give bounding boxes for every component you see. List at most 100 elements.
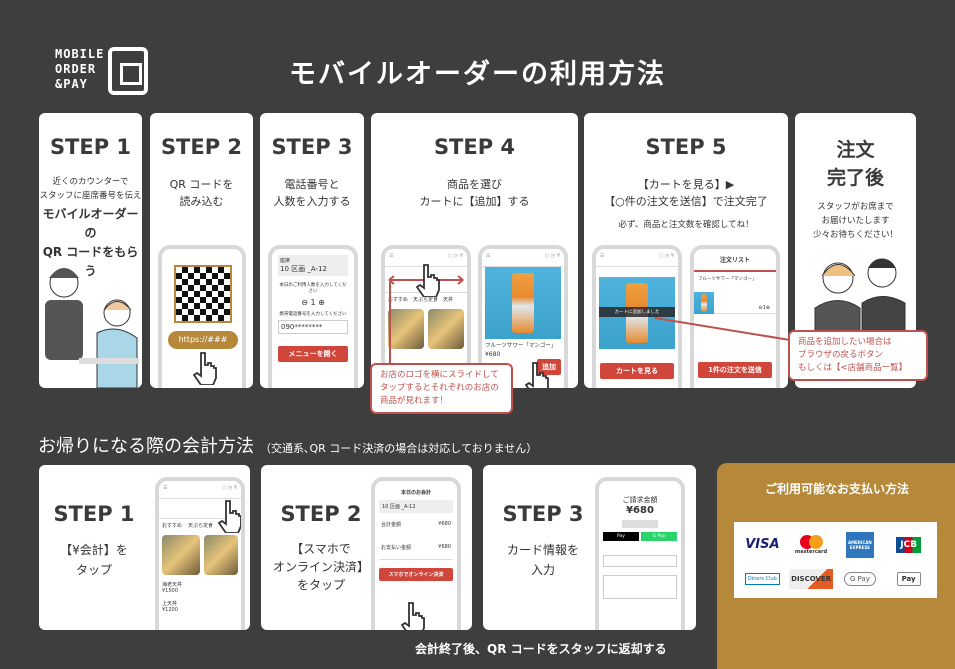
amex-logo: AMERICAN EXPRESS	[845, 531, 874, 558]
tempura-image[interactable]	[388, 309, 424, 349]
drink-image	[485, 267, 561, 339]
phone-prompt: 携帯電話番号を入力してください	[279, 312, 347, 317]
menu-item[interactable]: 上天丼¥1200	[162, 601, 178, 613]
step-desc-bold: QR コードをもらう	[42, 245, 139, 278]
nav-icons: ▢ ◷ ¥	[447, 253, 463, 259]
step-desc: 読み込む	[179, 195, 224, 208]
people-stepper[interactable]: ⊖ 1 ⊕	[301, 298, 325, 307]
step-card-2: STEP 2 QR コードを 読み込む https://###	[150, 113, 253, 388]
people-prompt: 本日のご利用人数を入力してください	[279, 283, 347, 294]
step-desc: 近くのカウンターで	[52, 177, 129, 187]
logo-line: MOBILE	[55, 47, 105, 61]
tab[interactable]: おすすめ	[388, 297, 409, 303]
tab[interactable]: 天ぷら定食	[413, 297, 439, 303]
step-title: STEP 4	[433, 135, 516, 159]
drink-image: カートに追加しました	[599, 277, 675, 349]
menu-icon: ☰	[389, 253, 394, 259]
menu-item[interactable]: 海老天丼¥1500	[162, 582, 183, 594]
step-desc: 人数を入力する	[273, 195, 351, 208]
step-title: 注文	[836, 139, 875, 161]
order-list-item: フルーツサワー「マンゴー」 ⊖1⊕	[694, 272, 776, 314]
step-desc: 電話番号と	[284, 178, 340, 191]
category-tabs: おすすめ天ぷら定食天丼	[385, 293, 467, 306]
apple-pay-logo: Pay	[896, 571, 921, 586]
item-price: ¥680	[485, 351, 501, 358]
pointing-hand-icon	[192, 352, 217, 385]
google-pay-logo: G Pay	[843, 571, 876, 586]
qty-stepper[interactable]: ⊖1⊕	[758, 305, 770, 311]
qr-url-link[interactable]: https://###	[168, 331, 238, 349]
pointing-hand-icon	[524, 362, 549, 388]
diners-logo: Diners Club	[744, 572, 780, 585]
step-desc: スタッフに座席番号を伝え	[39, 191, 142, 201]
step-title: STEP 1	[49, 135, 132, 159]
payment-methods-panel: ご利用可能なお支払い方法 VISA mastercard AMERICAN EX…	[717, 463, 955, 669]
jcb-logo: JCB	[896, 536, 922, 553]
phone-number-input[interactable]: 090********	[278, 320, 348, 334]
online-payment-button[interactable]: スマホでオンライン決済	[379, 568, 453, 581]
order-list-title: 注文リスト	[694, 249, 776, 272]
phone-mockup: ☰▢ ◷ ¥ カートに追加しました カートを見る	[592, 245, 682, 388]
step-desc: 【○件の注文を送信】で注文完了	[604, 195, 768, 208]
logo-line: ORDER	[55, 62, 97, 76]
step-note: 必ず、商品と注文数を確認してね！	[618, 220, 754, 230]
step-card-1: STEP 1 近くのカウンターで スタッフに座席番号を伝え モバイルオーダーの …	[39, 113, 142, 388]
open-menu-button[interactable]: メニューを開く	[278, 346, 348, 362]
step-desc: 少々お待ちください！	[812, 230, 898, 240]
send-order-button[interactable]: 1件の注文を送信	[698, 362, 772, 378]
step-desc: 商品を選び	[447, 178, 502, 191]
back-tip-callout: 商品を追加したい場合はブラウザの戻るボタンもしくは【<店舗商品一覧】	[788, 330, 928, 381]
tab[interactable]: 天丼	[443, 297, 454, 303]
item-name: フルーツサワー「マンゴー」	[485, 343, 557, 349]
discover-logo: DISCOVER	[789, 568, 834, 589]
slide-tip-callout: お店のロゴを横にスライドしてタップするとそれぞれのお店の商品が見れます！	[370, 363, 513, 414]
step-title: STEP 3	[502, 502, 584, 526]
step-desc: お届けいたします	[821, 216, 890, 226]
step-title: STEP 5	[645, 135, 727, 159]
add-button[interactable]: 追加	[537, 359, 561, 375]
checkout-step-2: STEP 2 【スマホでオンライン決済】をタップ 本日のお会計 10 区画 _A…	[261, 465, 472, 630]
step-desc-bold: モバイルオーダーの	[42, 207, 139, 240]
toast-message: カートに追加しました	[599, 307, 675, 317]
logo: MOBILE ORDER &PAY	[55, 47, 104, 92]
step-card-5: STEP 5 【カートを見る】▶ 【○件の注文を送信】で注文完了 必ず、商品と注…	[584, 113, 788, 388]
view-cart-button[interactable]: カートを見る	[600, 363, 674, 379]
checkout-step-1: STEP 1 【¥会計】をタップ ☰▢ ◷ ¥ おすすめ天ぷら定食 海老天丼¥1…	[39, 465, 250, 630]
visa-logo: VISA	[745, 537, 780, 552]
gpay-button[interactable]: G Pay	[641, 532, 677, 541]
phone-qr-icon	[108, 47, 148, 95]
payment-title: ご利用可能なお支払い方法	[764, 482, 909, 496]
step-desc: 【カートを見る】▶	[637, 178, 735, 191]
mastercard-logo: mastercard	[795, 534, 827, 555]
pointing-hand-icon	[415, 264, 440, 297]
apple-pay-button[interactable]: Pay	[603, 532, 639, 541]
step-title: 完了後	[826, 167, 884, 189]
section-heading: お帰りになる際の会計方法（交通系､QR コード決済の場合は対応しておりません）	[38, 436, 538, 457]
pointing-hand-icon	[400, 602, 425, 630]
billing-amount: ¥680	[626, 505, 654, 516]
phone-mockup: 本日のお会計 10 区画 _A-12 合計金額¥680 お支払い金額¥680 ス…	[371, 477, 461, 630]
phone-mockup: ☰▢ ◷ ¥ フルーツサワー「マンゴー」 ¥680 追加	[478, 245, 568, 388]
step-desc: スタッフがお席まで	[817, 202, 894, 212]
email-field[interactable]	[603, 555, 677, 567]
customer-staff-illustration	[45, 268, 139, 388]
page-title: モバイルオーダーの利用方法	[289, 59, 666, 90]
footer-note: 会計終了後、QR コードをスタッフに返却する	[415, 642, 667, 656]
tendon-image[interactable]	[428, 309, 464, 349]
step-title: STEP 2	[280, 502, 362, 526]
payment-logos: VISA mastercard AMERICAN EXPRESS JCB Din…	[734, 522, 937, 598]
phone-mockup: ☰▢ ◷ ¥ おすすめ天ぷら定食 海老天丼¥1500 上天丼¥1200	[155, 477, 245, 630]
step-desc: カートに【追加】する	[419, 195, 530, 208]
step-card-4: STEP 4 商品を選び カートに【追加】する ☰ ▢ ◷ ¥ おすすめ天ぷら定食…	[371, 113, 578, 388]
step-title: STEP 1	[53, 502, 135, 526]
phone-mockup: ☰ ▢ ◷ ¥ おすすめ天ぷら定食天丼	[381, 245, 471, 388]
step-title: STEP 2	[160, 135, 243, 159]
card-number-field[interactable]	[603, 575, 677, 599]
qr-code	[174, 265, 232, 323]
logo-line: &PAY	[55, 77, 88, 91]
